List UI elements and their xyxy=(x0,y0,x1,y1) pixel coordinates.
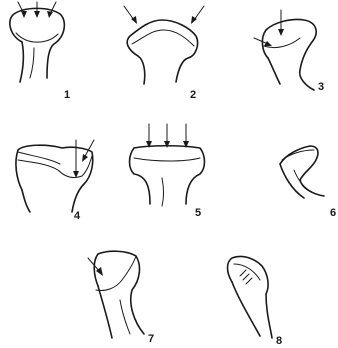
panel-1: 1 xyxy=(10,2,70,101)
panel-2-articular-rim xyxy=(132,30,194,46)
panel-2-arrow xyxy=(124,6,204,24)
panel-4-shaft-left xyxy=(22,190,30,212)
panel-8-label: 8 xyxy=(276,335,282,347)
panel-6-articular-rim xyxy=(282,150,314,160)
panel-5-articular-rim xyxy=(134,158,200,161)
panel-1-shaft-left xyxy=(20,42,23,82)
panel-7-label: 7 xyxy=(148,333,154,345)
panel-8: 8 xyxy=(228,256,283,347)
panel-5-arrow xyxy=(146,124,189,148)
panel-8-articular-rim xyxy=(234,264,260,280)
panel-8-shaft-left xyxy=(232,282,260,336)
panel-4-articular-rim xyxy=(18,156,92,178)
panel-5-bone-outline xyxy=(130,146,205,204)
panel-3-bone-outline xyxy=(262,19,316,90)
panel-7-shaft-left xyxy=(98,286,112,338)
panel-5-shaft-line xyxy=(162,178,164,206)
panel-2-label: 2 xyxy=(190,89,196,101)
panel-3: 3 xyxy=(254,10,324,93)
panel-6-label: 6 xyxy=(330,207,336,219)
panel-3-label: 3 xyxy=(318,81,324,93)
panel-1-articular-rim xyxy=(16,33,58,42)
panel-7-bone-outline xyxy=(94,251,144,334)
panel-4-bone-outline xyxy=(16,145,93,212)
panel-8-hatching xyxy=(240,270,252,284)
panel-6-bone-outline xyxy=(280,146,324,196)
panel-1-bone-outline xyxy=(10,8,65,78)
panel-5-label: 5 xyxy=(195,207,201,219)
panel-2: 2 xyxy=(124,6,204,101)
panel-1-label: 1 xyxy=(64,89,70,101)
panel-3-articular-rim xyxy=(264,38,300,48)
panel-6-shaft-line xyxy=(294,170,312,192)
panel-5: 5 xyxy=(130,124,205,219)
panel-2-shaft-left xyxy=(138,56,145,84)
panel-4-label: 4 xyxy=(74,210,81,222)
panel-4-articular-rim-upper xyxy=(18,152,60,164)
panel-6: 6 xyxy=(280,146,336,219)
panel-3-shaft-left xyxy=(268,58,280,84)
panel-7-shaft-line xyxy=(120,300,130,334)
panel-1-shaft-line xyxy=(30,48,34,78)
panel-4: 4 xyxy=(16,140,94,222)
panel-7: 7 xyxy=(88,251,154,345)
panel-2-bone-outline xyxy=(127,20,197,82)
